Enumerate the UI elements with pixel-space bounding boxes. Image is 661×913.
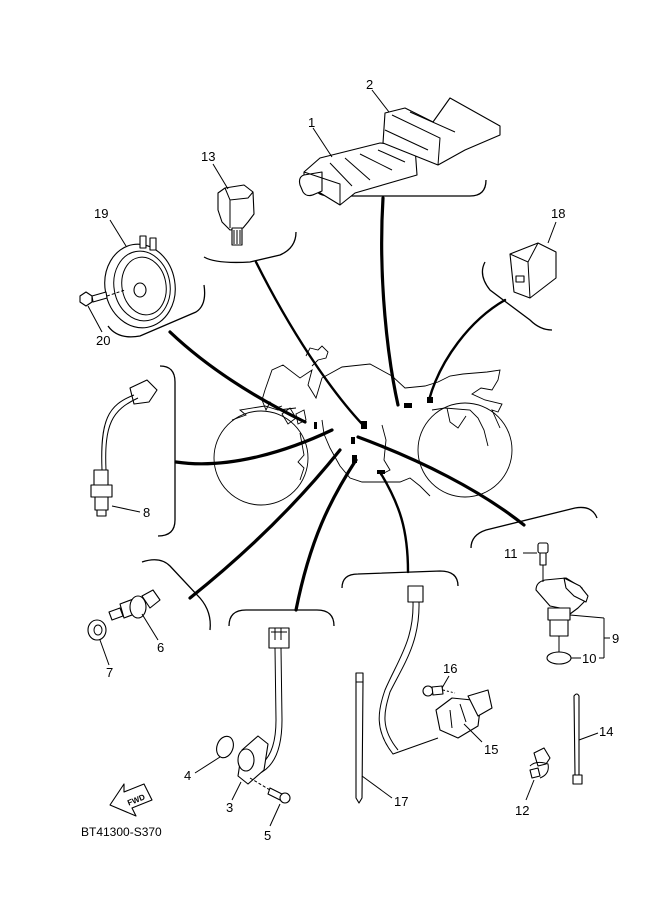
part-label-7: 7 xyxy=(106,665,113,680)
part-label-16: 16 xyxy=(443,661,457,676)
part-6-temp-sensor: 6 xyxy=(108,589,164,655)
wire-flasher xyxy=(427,298,507,402)
part-label-10: 10 xyxy=(582,651,596,666)
part-18-flasher: 18 xyxy=(509,206,565,299)
connector-blob xyxy=(314,422,317,429)
part-2-ecu-cover: 2 xyxy=(366,77,501,166)
part-17-cable-tie: 17 xyxy=(355,672,408,809)
part-label-8: 8 xyxy=(143,505,150,520)
part-label-20: 20 xyxy=(96,333,110,348)
part-label-11: 11 xyxy=(504,546,518,561)
connector-blob xyxy=(352,455,357,463)
part-4-o-ring: 4 xyxy=(184,735,234,783)
part-label-3: 3 xyxy=(226,800,233,815)
fwd-arrow-icon: FWD xyxy=(109,783,153,817)
part-15-lean-sensor: 15 xyxy=(378,585,498,757)
part-label-6: 6 xyxy=(157,640,164,655)
part-7-washer: 7 xyxy=(87,619,113,680)
wire-neutral xyxy=(294,458,358,612)
diagram-code: BT41300-S370 xyxy=(81,825,162,839)
wire-relay xyxy=(254,260,365,427)
part-1-ecu: 1 xyxy=(298,115,418,206)
part-label-19: 19 xyxy=(94,206,108,221)
wire-o2 xyxy=(174,428,334,466)
part-12-clamp: 12 xyxy=(515,747,551,818)
leader-wires xyxy=(168,196,526,612)
part-10-o-ring: 10 xyxy=(546,636,596,666)
part-label-15: 15 xyxy=(484,742,498,757)
connector-blob xyxy=(351,437,355,444)
part-14-cable-tie: 14 xyxy=(572,693,613,785)
wire-temp xyxy=(188,448,342,600)
wire-ecu xyxy=(380,196,400,407)
part-16-screw: 16 xyxy=(422,661,457,697)
part-label-14: 14 xyxy=(599,724,613,739)
part-label-5: 5 xyxy=(264,828,271,843)
part-label-9: 9 xyxy=(612,631,619,646)
connector-blob xyxy=(404,403,412,408)
part-label-1: 1 xyxy=(308,115,315,130)
part-20-horn-bolt: 20 xyxy=(79,289,126,348)
wire-crank xyxy=(356,435,526,527)
part-label-17: 17 xyxy=(394,794,408,809)
wire-lean xyxy=(378,470,410,574)
part-13-relay: 13 xyxy=(201,149,255,246)
part-label-12: 12 xyxy=(515,803,529,818)
part-19-horn: 19 xyxy=(94,206,176,329)
wire-horn xyxy=(168,330,307,424)
part-5-bolt: 5 xyxy=(249,777,291,843)
part-label-2: 2 xyxy=(366,77,373,92)
part-11-bolt: 11 xyxy=(504,542,549,582)
part-label-18: 18 xyxy=(551,206,565,221)
part-3-sensor: 3 xyxy=(226,627,290,815)
part-label-4: 4 xyxy=(184,768,191,783)
part-8-o2-sensor: 8 xyxy=(90,379,158,520)
part-9-crank-sensor: 9 xyxy=(535,577,619,659)
callout-frames xyxy=(107,179,598,631)
part-label-13: 13 xyxy=(201,149,215,164)
